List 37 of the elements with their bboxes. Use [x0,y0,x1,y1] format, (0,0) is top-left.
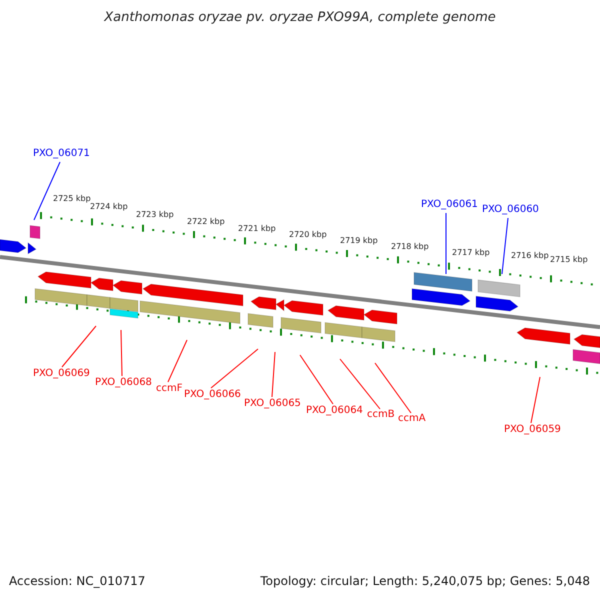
scale-label: 2721 kbp [238,224,276,233]
gene-label: ccmF [156,383,182,394]
gene-label: PXO_06068 [95,377,152,388]
scale-label: 2715 kbp [550,255,588,264]
leader-line [530,376,540,424]
gene-label: PXO_06059 [504,424,561,435]
leader-line [168,340,188,382]
scale-label: 2722 kbp [187,217,225,226]
genome-summary-text: Topology: circular; Length: 5,240,075 bp; Genes: 5,048 [260,574,590,588]
scale-label: 2719 kbp [340,236,378,245]
leader-line [272,352,276,398]
leader-line [210,348,258,388]
leader-line [300,354,334,404]
gene-label: PXO_06066 [184,389,241,400]
gene-label: ccmA [398,413,426,424]
leader-line [120,330,122,376]
gene-label: PXO_06061 [421,199,478,210]
gene-label: PXO_06060 [482,204,539,215]
leader-line [340,358,380,410]
title: Xanthomonas oryzae pv. oryzae PXO99A, complete genome [102,10,497,25]
leader-line [374,362,412,414]
gene-label: PXO_06071 [33,148,90,159]
leader-line [34,162,60,220]
leader-line [62,326,96,368]
scale-label: 2717 kbp [452,248,490,257]
scale-label: 2720 kbp [289,230,327,239]
scale-label: 2724 kbp [90,202,128,211]
scale-label: 2718 kbp [391,242,429,251]
scale-label: 2716 kbp [511,251,549,260]
scale-label: 2723 kbp [136,210,174,219]
gene-label: PXO_06064 [306,405,363,416]
gene-label: ccmB [367,409,395,420]
accession-text: Accession: NC_010717 [9,574,146,588]
scale-label: 2725 kbp [53,194,91,203]
leader-line [502,218,508,274]
gene-label: PXO_06069 [33,368,90,379]
gene-label: PXO_06065 [244,398,301,409]
